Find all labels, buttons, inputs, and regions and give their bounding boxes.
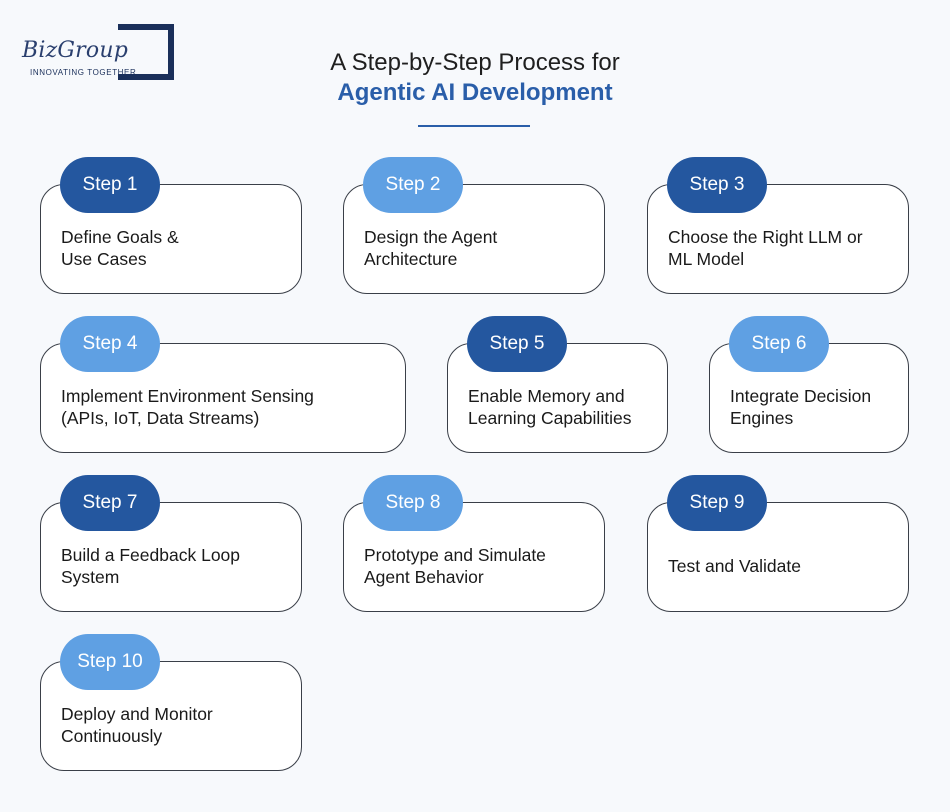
logo-name: BizGroup [22, 38, 128, 63]
logo-frame-icon [118, 24, 174, 80]
step-7-badge: Step 7 [60, 475, 160, 531]
step-6-text: Integrate Decision Engines [730, 386, 872, 428]
step-3-badge: Step 3 [667, 157, 767, 213]
step-10-text: Deploy and Monitor Continuously [61, 704, 213, 746]
title-divider [418, 125, 530, 127]
step-6-badge: Step 6 [729, 316, 829, 372]
step-2-text: Design the Agent Architecture [364, 227, 498, 269]
step-3-text: Choose the Right LLM or ML Model [668, 227, 863, 269]
title-line-1: A Step-by-Step Process for [330, 49, 620, 76]
step-1-text: Define Goals & Use Cases [61, 227, 179, 269]
logo-tagline: INNOVATING TOGETHER [30, 68, 137, 77]
step-5-text: Enable Memory and Learning Capabilities [468, 386, 632, 428]
bizgroup-logo: BizGroup INNOVATING TOGETHER [22, 24, 174, 84]
step-8-text: Prototype and Simulate Agent Behavior [364, 545, 546, 587]
step-2-card: Design the Agent Architecture [343, 184, 605, 294]
step-9-text: Test and Validate [668, 556, 801, 576]
step-9-badge: Step 9 [667, 475, 767, 531]
title-line-2: Agentic AI Development [337, 79, 613, 106]
step-4-text: Implement Environment Sensing (APIs, IoT… [61, 386, 314, 428]
step-1-badge: Step 1 [60, 157, 160, 213]
step-8-badge: Step 8 [363, 475, 463, 531]
step-4-badge: Step 4 [60, 316, 160, 372]
step-7-text: Build a Feedback Loop System [61, 545, 241, 587]
page-title: A Step-by-Step Process for Agentic AI De… [0, 48, 950, 108]
step-10-card: Deploy and Monitor Continuously [40, 661, 302, 771]
step-5-badge: Step 5 [467, 316, 567, 372]
step-10-badge: Step 10 [60, 634, 160, 690]
step-2-badge: Step 2 [363, 157, 463, 213]
